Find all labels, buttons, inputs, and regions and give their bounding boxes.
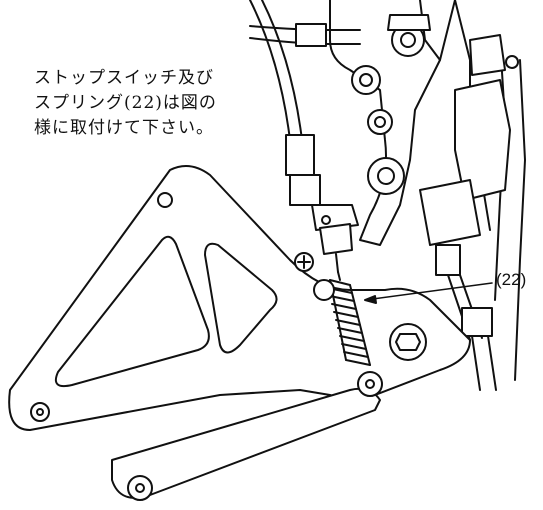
note-line: ストップスイッチ及び [34, 68, 214, 88]
spring-callout-label: (22) [496, 270, 527, 289]
pivot-bolts [295, 253, 426, 396]
pedal-plate [9, 166, 470, 430]
note-line: 様に取付けて下さい。 [34, 118, 214, 138]
brake-hose [250, 0, 360, 140]
stop-switch [286, 135, 358, 272]
callout-leader [365, 283, 492, 303]
upper-fittings [352, 15, 518, 194]
note-line: スプリング(22)は図の [34, 93, 217, 113]
master-cylinder [420, 80, 510, 390]
installation-note: ストップスイッチ及び スプリング(22)は図の 様に取付けて下さい。 [34, 66, 264, 141]
